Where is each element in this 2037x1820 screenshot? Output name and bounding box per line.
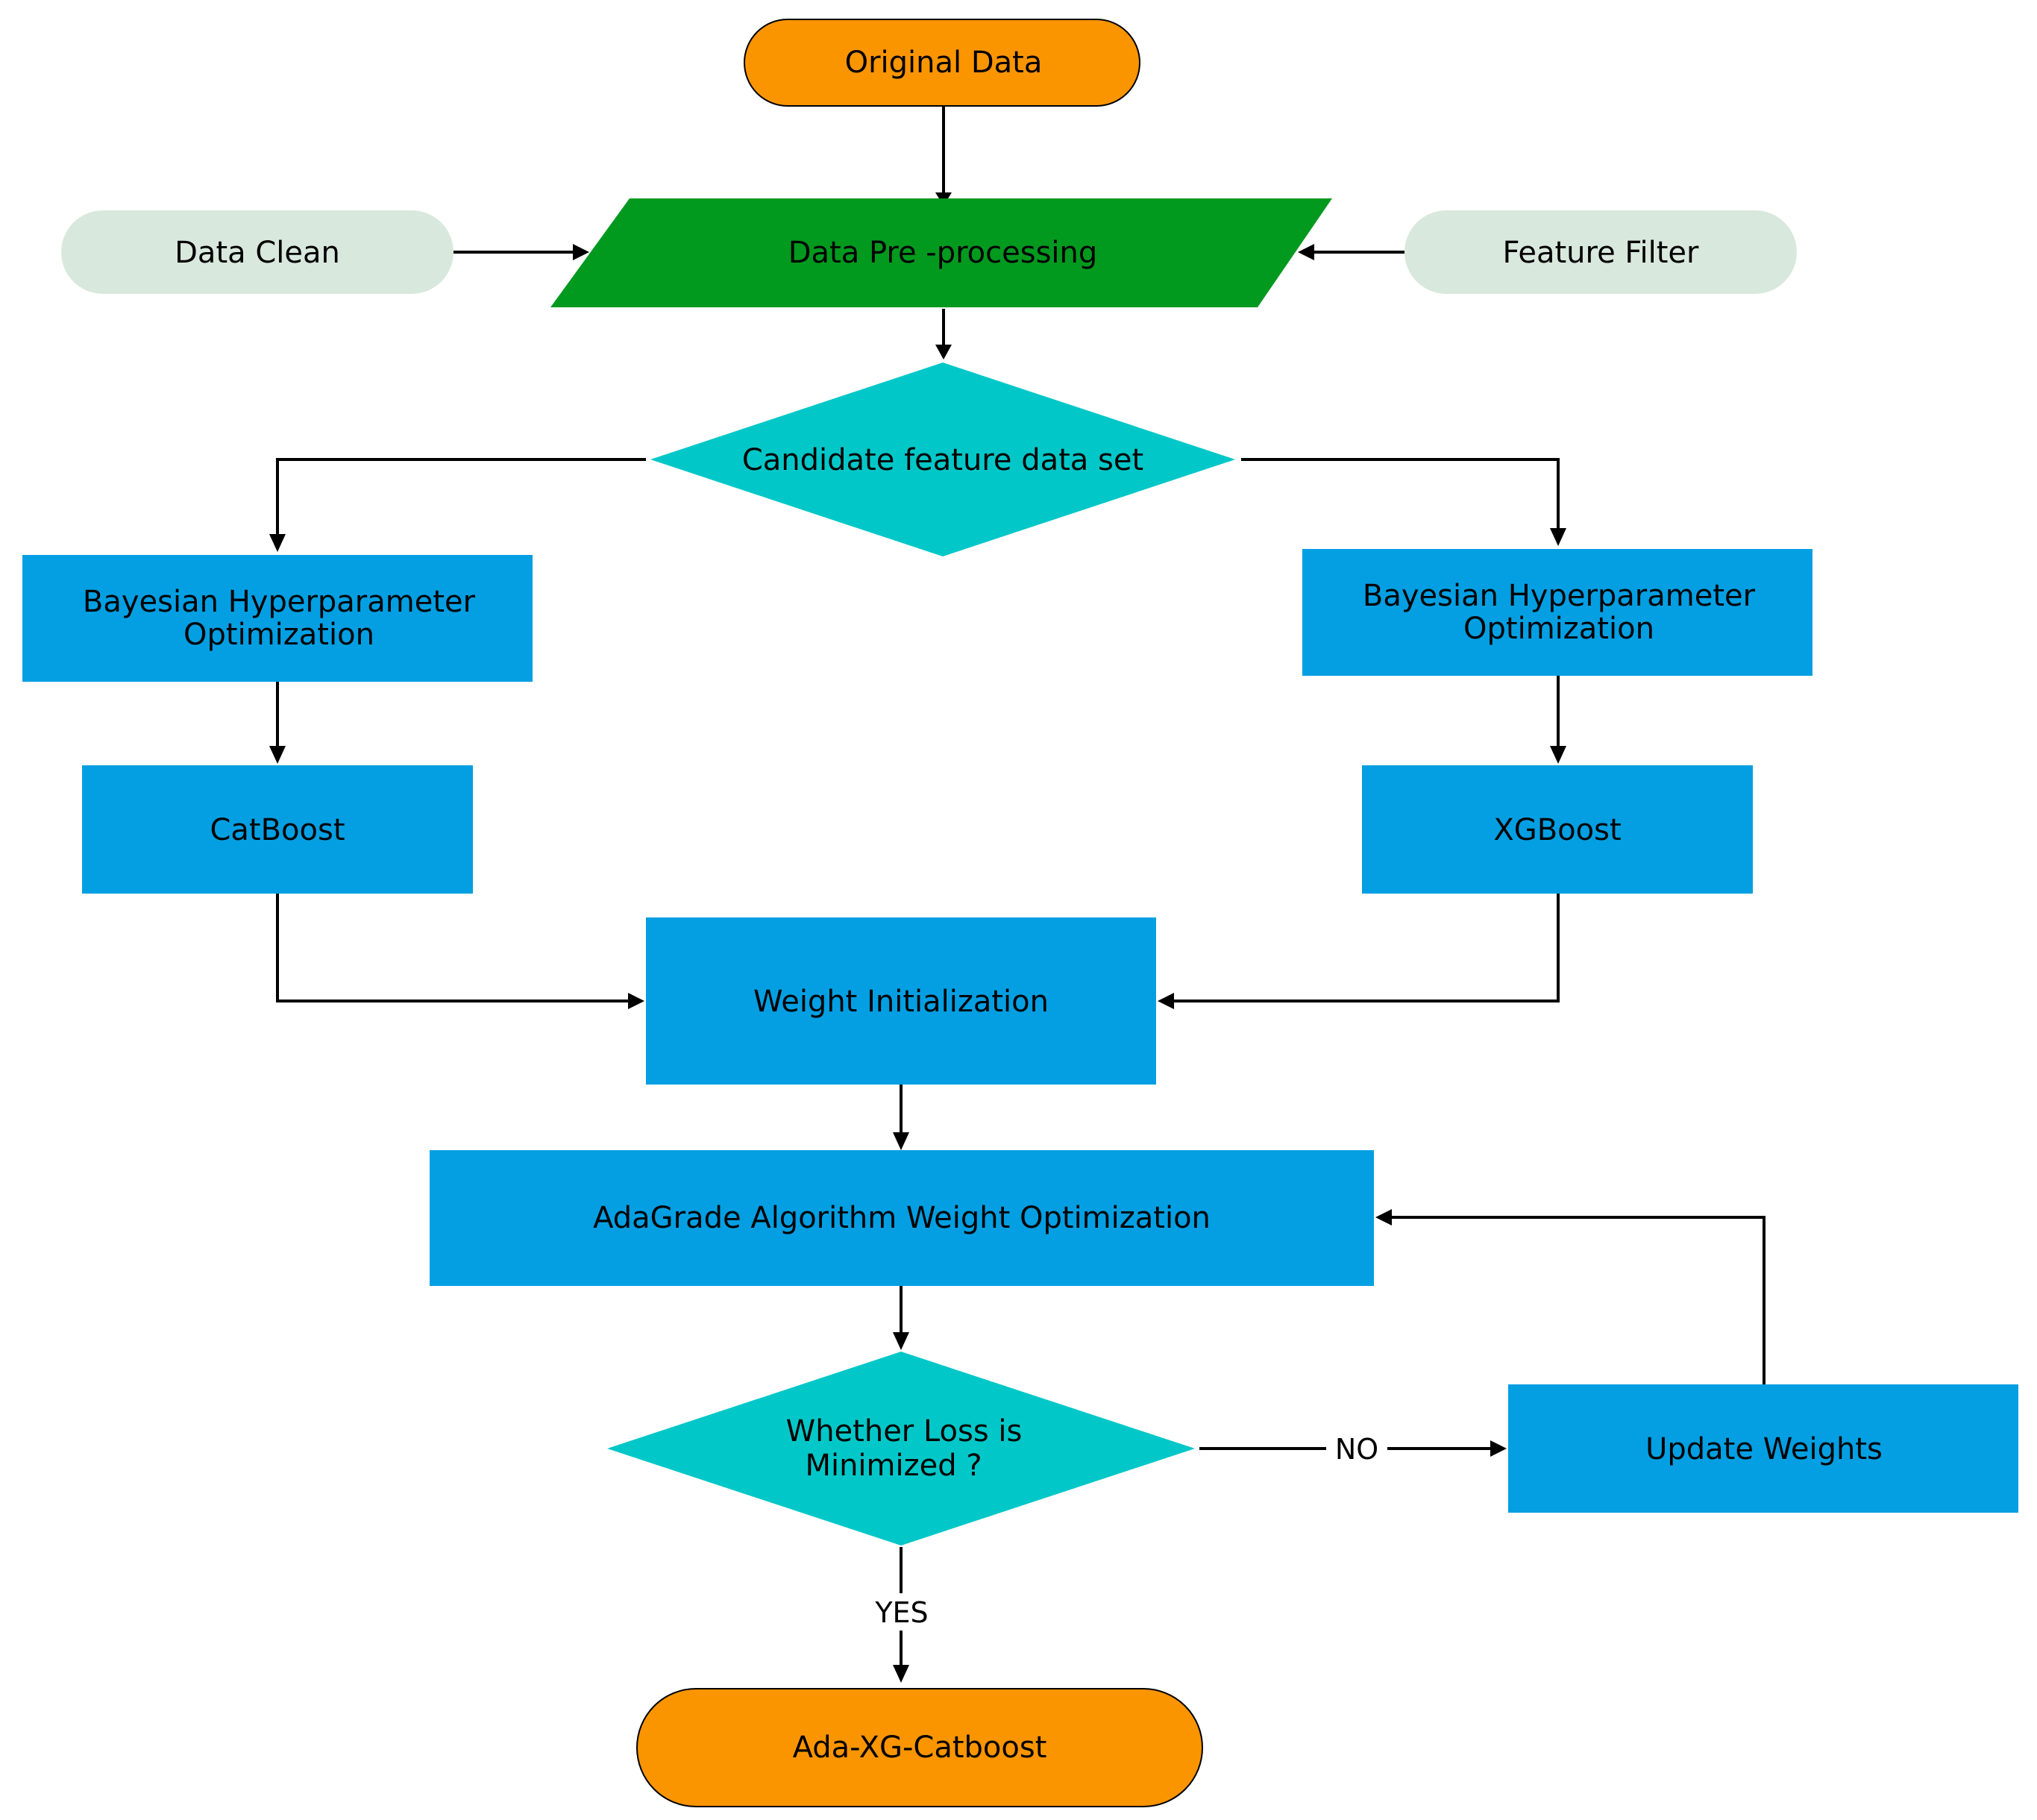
node-ada-xg-catboost: Ada-XG-Catboost [636,1688,1203,1807]
node-loss-decision: Whether Loss is Minimized ? [607,1352,1195,1546]
arrowhead-icon [1298,244,1314,260]
node-label: Weight Initialization [753,985,1049,1019]
node-update-weights: Update Weights [1508,1384,2018,1513]
parallelogram-shape [550,198,1332,307]
arrowhead-icon [893,1132,909,1150]
terminal-shape [636,1688,1203,1807]
node-label: AdaGrade Algorithm Weight Optimization [593,1201,1211,1235]
process-shape [22,555,533,682]
process-shape [82,765,473,894]
arrowhead-icon [1490,1440,1507,1457]
node-label: Update Weights [1645,1432,1883,1466]
edge-candidate-to-bayes-left [276,458,646,534]
arrowhead-icon [1550,528,1566,546]
node-label: CatBoost [210,813,345,847]
node-original-data: Original Data [744,19,1140,107]
process-shape [1508,1384,2018,1513]
arrowhead-icon [893,1332,909,1350]
node-label-line2: Minimized ? [805,1449,982,1483]
terminal-shape [744,19,1140,107]
edge-candidate-to-bayes-right [1241,458,1560,528]
node-label: Ada-XG-Catboost [793,1730,1047,1765]
input-shape [1404,210,1797,294]
node-catboost: CatBoost [82,765,473,894]
node-label-line2: Optimization [1463,612,1654,646]
process-shape [646,917,1156,1085]
node-bayes-right: Bayesian Hyperparameter Optimization [1302,549,1812,676]
arrowhead-icon [1550,746,1566,764]
node-label: Original Data [845,46,1043,80]
node-label-line1: Bayesian Hyperparameter [83,585,476,619]
arrowhead-icon [269,746,286,764]
node-label: Data Pre -processing [788,236,1098,270]
node-label-line2: Optimization [183,618,374,652]
edge-catboost-to-weight-init [276,894,628,1002]
node-bayes-left: Bayesian Hyperparameter Optimization [22,555,533,682]
process-shape [430,1150,1374,1286]
node-data-preprocessing: Data Pre -processing [550,198,1332,307]
node-label: Data Clean [175,236,340,270]
edges: NO YES [269,107,1765,1683]
edge-label-yes: YES [874,1596,928,1629]
node-feature-filter: Feature Filter [1404,210,1797,294]
node-xgboost: XGBoost [1362,765,1753,894]
node-label: XGBoost [1493,813,1621,847]
edge-update-to-adagrade [1392,1216,1765,1384]
node-label-line1: Whether Loss is [786,1414,1023,1449]
input-shape [61,210,453,294]
arrowhead-icon [893,1665,909,1683]
arrowhead-icon [1158,993,1174,1009]
process-shape [1362,765,1753,894]
node-label: Candidate feature data set [742,443,1143,477]
node-adagrade: AdaGrade Algorithm Weight Optimization [430,1150,1374,1286]
node-weight-initialization: Weight Initialization [646,917,1156,1085]
decision-shape [650,363,1235,556]
node-data-clean: Data Clean [61,210,453,294]
arrowhead-icon [269,534,286,552]
arrowhead-icon [628,993,644,1009]
decision-shape [607,1352,1195,1546]
arrowhead-icon [935,345,952,360]
arrowhead-icon [1375,1209,1392,1226]
edge-label-no: NO [1335,1433,1378,1466]
arrowhead-icon [573,244,589,260]
node-label-line1: Bayesian Hyperparameter [1363,579,1756,613]
node-label: Feature Filter [1503,236,1699,270]
node-candidate-feature-data-set: Candidate feature data set [650,363,1235,556]
process-shape [1302,549,1812,676]
edge-xgboost-to-weight-init [1174,894,1560,1002]
